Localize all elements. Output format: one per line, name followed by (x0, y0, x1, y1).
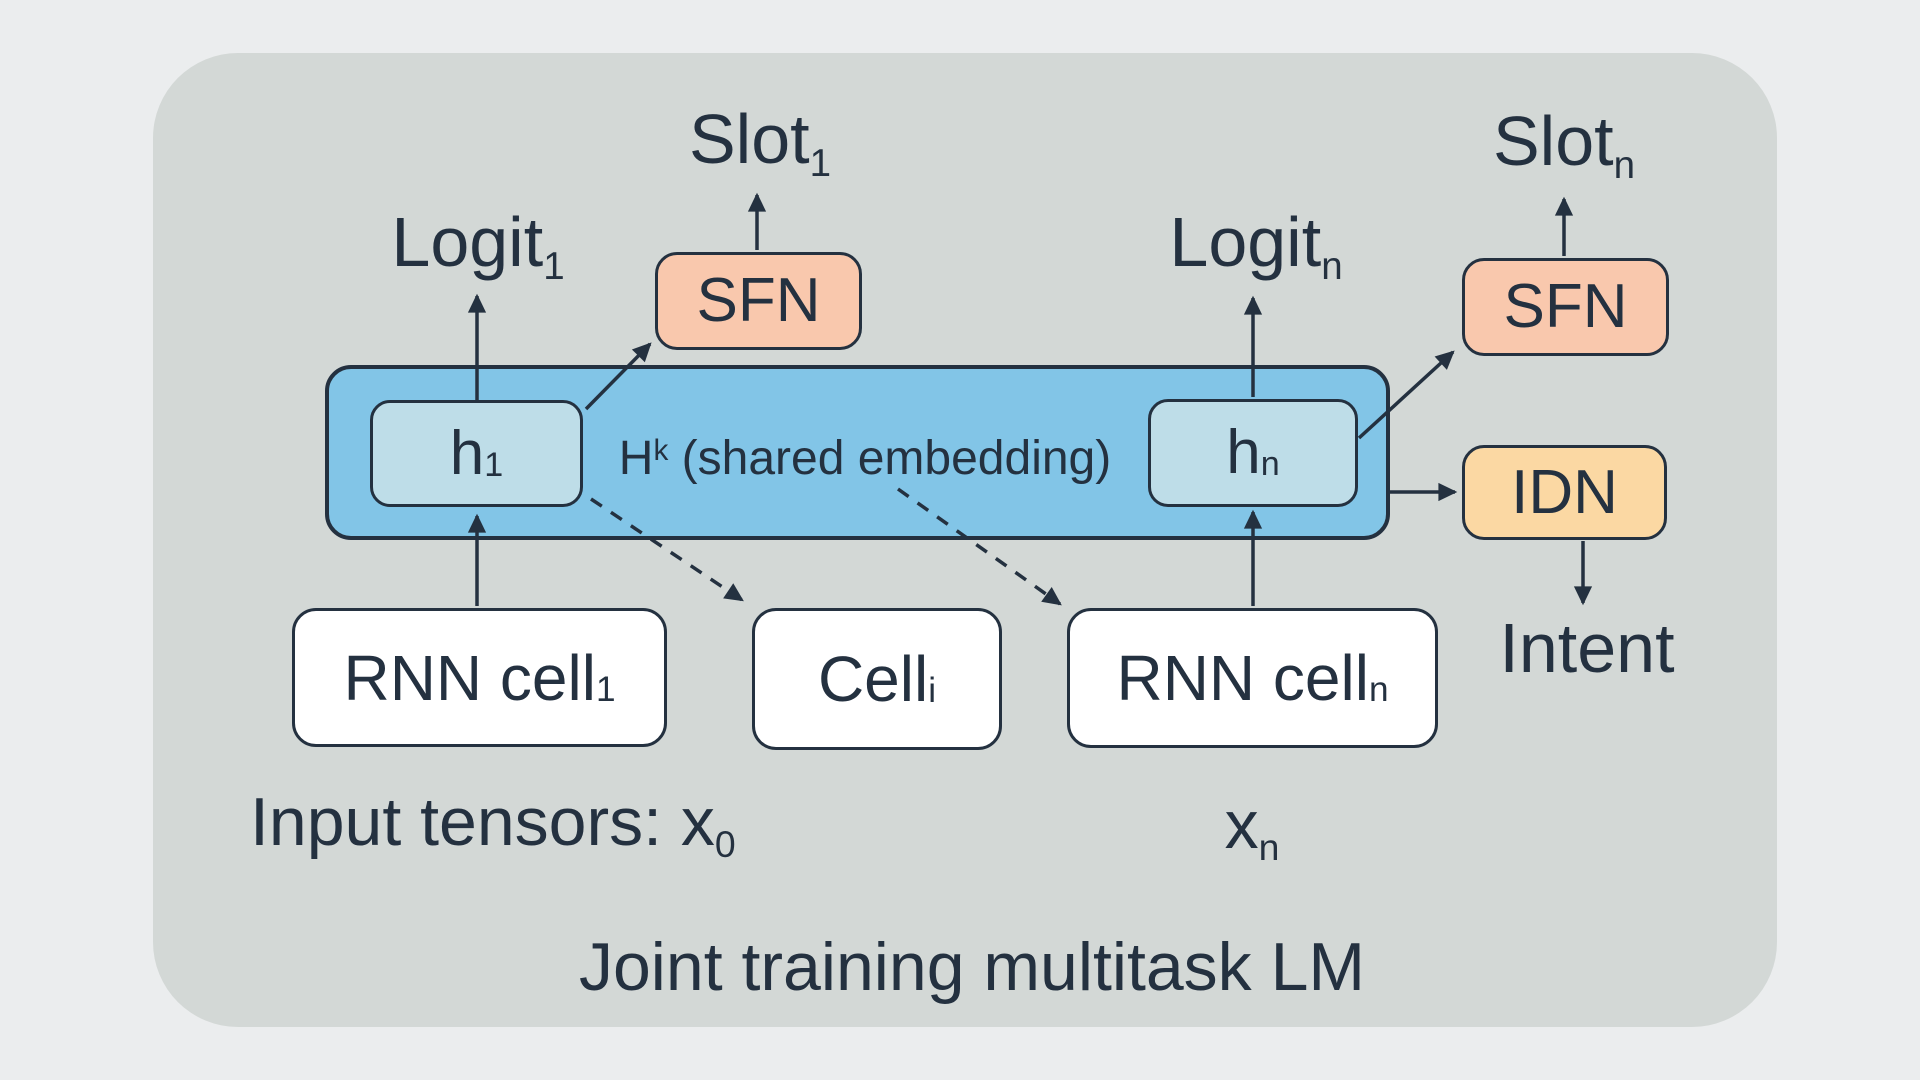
h1-subscript: 1 (484, 445, 504, 484)
shared-embedding-label: Hk (shared embedding) (575, 432, 1155, 486)
idn-box: IDN (1462, 445, 1667, 540)
shared-embedding-label-base: H (618, 432, 654, 485)
rnn-cell-1-subscript: 1 (595, 669, 616, 709)
cell-i-subscript: i (928, 671, 937, 710)
rnn-cell-n-subscript: n (1368, 670, 1389, 709)
logit1-label: Logit1 (308, 203, 648, 285)
shared-embedding-label-rest: (shared embedding) (668, 432, 1112, 485)
logit-n-text: Logit (1169, 203, 1322, 281)
h1-label: h (449, 418, 485, 488)
shared-embedding-label-superscript: k (653, 433, 669, 467)
sfn1-label: SFN (696, 266, 821, 335)
logit1-subscript: 1 (543, 244, 565, 288)
logit-n-subscript: n (1321, 244, 1343, 288)
sfn-n-box: SFN (1462, 258, 1669, 356)
sfn-n-label: SFN (1503, 272, 1628, 341)
x-n-subscript: n (1258, 826, 1280, 869)
rnn-cell-n-label: RNN cell (1116, 642, 1369, 714)
slot-n-text: Slot (1492, 102, 1614, 180)
x-n-text: x (1224, 787, 1259, 863)
hn-label: h (1226, 418, 1261, 487)
rnn-cell-1-label: RNN cell (343, 641, 596, 714)
slot1-subscript: 1 (809, 141, 832, 185)
x-n-label: xn (1082, 787, 1422, 866)
slot-n-subscript: n (1613, 143, 1636, 187)
slot1-text: Slot (688, 100, 810, 178)
diagram-panel (153, 53, 1777, 1027)
slot-n-label: Slotn (1394, 102, 1734, 184)
slot1-label: Slot1 (590, 100, 930, 182)
logit1-text: Logit (391, 203, 544, 281)
idn-label: IDN (1511, 457, 1618, 527)
input-tensors-label: Input tensors: x0 (250, 784, 736, 863)
diagram-title: Joint training multitask LM (578, 929, 1366, 1005)
input-tensors-subscript: 0 (714, 823, 736, 866)
logit-n-label: Logitn (1086, 203, 1426, 285)
cell-i-label: Cell (817, 643, 929, 715)
hn-subscript: n (1260, 445, 1280, 484)
intent-label: Intent (1499, 609, 1675, 687)
input-tensors-text: Input tensors: x (250, 784, 715, 860)
sfn1-box: SFN (655, 252, 862, 350)
